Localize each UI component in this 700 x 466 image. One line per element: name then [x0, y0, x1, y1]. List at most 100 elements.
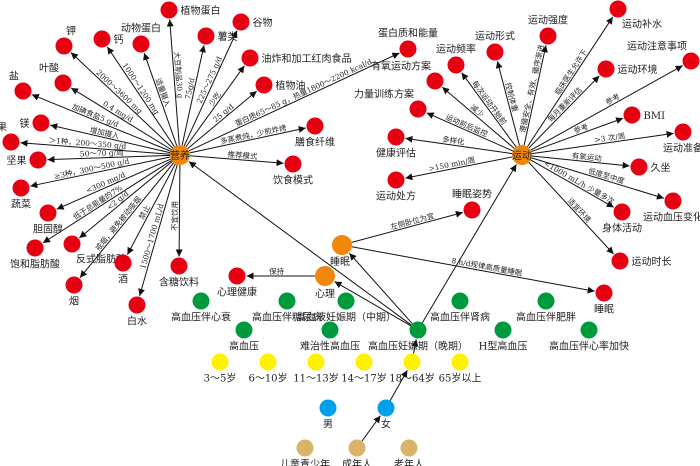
hub-node-circle[interactable]	[170, 145, 190, 165]
node-strength[interactable]: 力量训练方案	[354, 88, 427, 118]
item-node-circle[interactable]	[228, 267, 246, 285]
node-sedentary[interactable]: 久坐	[630, 158, 671, 176]
node-ex_prep[interactable]: 运动准备	[663, 123, 700, 155]
disease-node-circle[interactable]	[337, 292, 355, 310]
item-node-circle[interactable]	[284, 155, 302, 173]
node-exercise[interactable]: 运动	[512, 145, 532, 165]
item-node-circle[interactable]	[539, 27, 557, 45]
age-node-circle[interactable]	[355, 353, 373, 371]
disease-node-circle[interactable]	[409, 321, 427, 339]
item-node-circle[interactable]	[29, 151, 47, 169]
node-phys_act[interactable]: 身体活动	[602, 203, 642, 235]
node-age6[interactable]: 6～10岁	[248, 353, 288, 385]
node-htn_ckd[interactable]: 高血压伴肾病	[430, 292, 490, 324]
node-folate[interactable]: 叶酸	[39, 62, 72, 92]
age-node-circle[interactable]	[403, 353, 421, 371]
item-node-circle[interactable]	[12, 179, 30, 197]
node-protein_energy[interactable]: 蛋白质和能量	[378, 27, 438, 58]
age-node-circle[interactable]	[451, 353, 469, 371]
node-htn_h[interactable]: H型高血压	[479, 321, 528, 353]
disease-node-circle[interactable]	[321, 321, 339, 339]
node-elderly[interactable]: 老年人	[394, 439, 424, 466]
node-ex_form[interactable]: 运动形式	[475, 30, 515, 61]
item-node-circle[interactable]	[682, 52, 700, 70]
node-nuts[interactable]: 坚果	[7, 151, 47, 169]
node-animal_protein[interactable]: 动物蛋白	[121, 22, 161, 53]
node-ex_notes[interactable]: 运动注意事项	[627, 40, 700, 70]
node-vegetables[interactable]: 蔬菜	[11, 179, 31, 211]
node-sugary[interactable]: 含糖饮料	[159, 257, 199, 289]
item-node-circle[interactable]	[26, 239, 44, 257]
node-smoking[interactable]: 烟	[65, 276, 83, 308]
node-grains[interactable]: 谷物	[232, 13, 273, 31]
node-htn_resist[interactable]: 难治性高血压	[300, 321, 360, 353]
item-node-circle[interactable]	[160, 1, 178, 19]
item-node-circle[interactable]	[399, 40, 417, 58]
node-diet_pattern[interactable]: 饮食模式	[273, 155, 313, 187]
item-node-circle[interactable]	[664, 192, 682, 210]
node-sleep[interactable]: 睡眠	[594, 284, 614, 316]
hub-node-circle[interactable]	[332, 235, 352, 255]
item-node-circle[interactable]	[197, 27, 215, 45]
disease-node-circle[interactable]	[580, 321, 598, 339]
node-htn_obese[interactable]: 高血压伴肥胖	[516, 292, 576, 324]
disease-node-circle[interactable]	[494, 321, 512, 339]
node-htn_hf[interactable]: 高血压伴心衰	[171, 292, 231, 324]
node-htn[interactable]: 高血压	[229, 321, 259, 353]
item-node-circle[interactable]	[128, 296, 146, 314]
item-node-circle[interactable]	[55, 37, 73, 55]
node-mental_health[interactable]: 心理健康	[217, 267, 257, 299]
node-magnesium[interactable]: 镁	[20, 114, 50, 132]
item-node-circle[interactable]	[623, 106, 641, 124]
node-tubers[interactable]: 薯类	[197, 27, 238, 45]
node-age65[interactable]: 65岁以上	[439, 353, 482, 385]
node-fruit[interactable]: 水果	[0, 122, 20, 151]
group-node-circle[interactable]	[296, 439, 314, 457]
disease-node-circle[interactable]	[235, 321, 253, 339]
node-htn_preg_late[interactable]: 高血压妊娠期（晚期）	[368, 321, 468, 353]
node-veg_oil[interactable]: 植物油	[255, 76, 306, 94]
node-adults[interactable]: 成年人	[342, 439, 372, 466]
node-bmi[interactable]: BMI	[623, 106, 666, 124]
item-node-circle[interactable]	[255, 76, 273, 94]
node-ex_hydration[interactable]: 运动补水	[609, 0, 663, 31]
node-children[interactable]: 儿童青少年	[280, 439, 330, 466]
item-node-circle[interactable]	[14, 82, 32, 100]
disease-node-circle[interactable]	[278, 292, 296, 310]
item-node-circle[interactable]	[54, 74, 72, 92]
item-node-circle[interactable]	[306, 117, 324, 135]
gender-node-circle[interactable]	[319, 399, 337, 417]
item-node-circle[interactable]	[630, 158, 648, 176]
node-sleep_hub[interactable]: 睡眠	[330, 235, 352, 268]
disease-node-circle[interactable]	[451, 292, 469, 310]
node-htn_tachy[interactable]: 高血压伴心率加快	[549, 321, 629, 353]
node-age14[interactable]: 14～17岁	[341, 353, 387, 385]
item-node-circle[interactable]	[463, 201, 481, 219]
age-node-circle[interactable]	[259, 353, 277, 371]
age-node-circle[interactable]	[211, 353, 229, 371]
item-node-circle[interactable]	[595, 284, 613, 302]
node-age3[interactable]: 3～5岁	[204, 353, 237, 385]
item-node-circle[interactable]	[132, 35, 150, 53]
group-node-circle[interactable]	[400, 439, 418, 457]
item-node-circle[interactable]	[613, 203, 631, 221]
item-node-circle[interactable]	[597, 60, 615, 78]
age-node-circle[interactable]	[307, 353, 325, 371]
item-node-circle[interactable]	[447, 56, 465, 74]
node-aerobic_plan[interactable]: 有氧运动方案	[371, 60, 444, 90]
node-age11[interactable]: 11～13岁	[293, 353, 339, 385]
node-ex_rx[interactable]: 运动处方	[376, 171, 416, 203]
node-ex_freq[interactable]: 运动频率	[436, 43, 476, 74]
node-sat_fat[interactable]: 饱和脂肪酸	[10, 239, 60, 271]
item-node-circle[interactable]	[170, 257, 188, 275]
node-age18[interactable]: 18～64岁	[389, 353, 435, 385]
disease-node-circle[interactable]	[537, 292, 555, 310]
item-node-circle[interactable]	[609, 0, 627, 18]
node-potassium[interactable]: 钾	[55, 25, 77, 55]
item-node-circle[interactable]	[93, 30, 111, 48]
item-node-circle[interactable]	[426, 72, 444, 90]
disease-node-circle[interactable]	[192, 292, 210, 310]
node-trans_fat[interactable]: 反式脂肪酸	[63, 235, 127, 266]
node-calcium[interactable]: 钙	[93, 30, 124, 48]
item-node-circle[interactable]	[387, 171, 405, 189]
